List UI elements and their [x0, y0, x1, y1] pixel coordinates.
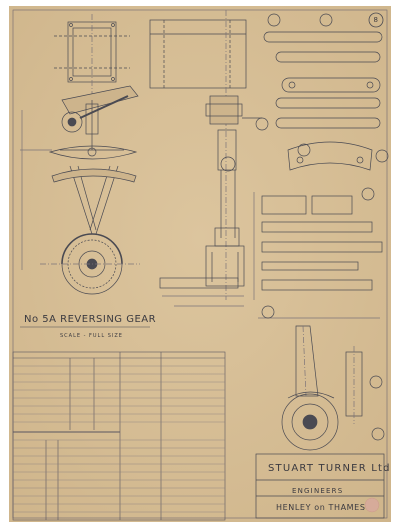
sheet-border: [12, 9, 388, 519]
drawing-title: No 5A REVERSING GEAR: [24, 314, 157, 325]
detail-parts: [253, 13, 389, 300]
sheet-number: 8: [373, 16, 379, 24]
maker-location: HENLEY on THAMES: [276, 503, 366, 512]
reversing-gear-elevation: [20, 14, 140, 295]
scale-note: SCALE - FULL SIZE: [60, 333, 123, 339]
maker-name: STUART TURNER Ltd: [268, 463, 391, 474]
maker-trade: ENGINEERS: [292, 487, 344, 495]
sheet-number-stamp: [368, 12, 384, 28]
parts-list-table: [12, 351, 226, 521]
reversing-lever-detail: [258, 305, 385, 451]
title-block: [255, 453, 385, 519]
issue-stamp: [364, 497, 380, 513]
side-elevation: [149, 10, 269, 307]
